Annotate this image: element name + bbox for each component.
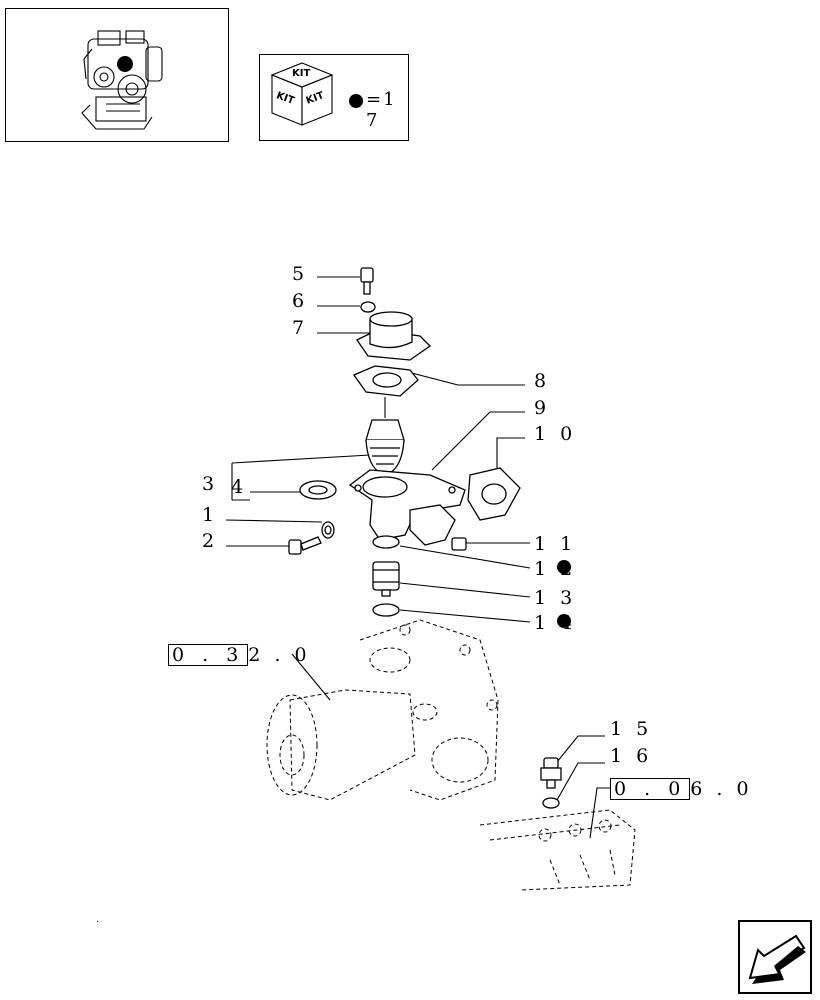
callout-8: 8 — [534, 370, 551, 392]
part-10-gasket — [467, 467, 521, 521]
location-dot-icon — [117, 56, 133, 72]
part-2-bolt — [288, 536, 322, 555]
callout-7: 7 — [292, 317, 309, 339]
part-8-gasket — [353, 365, 419, 397]
part-6-washer — [360, 301, 376, 313]
water-pump-housing — [266, 619, 499, 801]
callout-9: 9 — [534, 397, 551, 419]
callout-1: 1 — [202, 504, 219, 526]
reference-032-rest: 2 . 0 — [248, 644, 311, 666]
stray-dot: . — [96, 914, 100, 925]
reference-006-boxed: 0 . 0 — [610, 778, 691, 800]
part-7-cover — [356, 311, 432, 361]
kit-cube-icon — [270, 62, 363, 126]
kit-marker-icon — [349, 94, 363, 108]
callout-5: 5 — [292, 263, 309, 285]
callout-2: 2 — [202, 530, 219, 552]
callout-6: 6 — [292, 290, 309, 312]
arrow-down-left-icon — [748, 934, 806, 984]
part-4-seal — [299, 480, 337, 500]
part-12-oring — [372, 535, 400, 549]
part-16-washer — [542, 797, 560, 809]
callout-16: 1 6 — [610, 745, 653, 767]
callout-12: 1 2 — [534, 558, 577, 580]
callout-15: 1 5 — [610, 718, 653, 740]
callout-11: 1 1 — [534, 533, 577, 555]
part-1-nut — [321, 521, 335, 539]
leader-lines — [225, 276, 610, 839]
kit-equation: =1 7 — [366, 89, 397, 131]
reference-006-rest: 6 . 0 — [690, 778, 753, 800]
part-13-valve — [372, 561, 400, 597]
reference-032-boxed: 0 . 3 — [168, 644, 249, 666]
navigation-button[interactable] — [738, 920, 812, 994]
callout-4: 4 — [231, 476, 248, 498]
engine-thumbnail — [5, 8, 229, 142]
callout-10: 1 0 — [534, 423, 577, 445]
cylinder-head — [479, 809, 636, 891]
part-11-plug — [451, 537, 467, 551]
part-9-housing — [348, 469, 466, 546]
part-14-oring — [372, 603, 400, 617]
callout-13: 1 3 — [534, 587, 577, 609]
engine-sketch — [81, 30, 163, 130]
kit-legend: KIT KIT KIT =1 7 — [259, 54, 409, 141]
callout-14: 1 4 — [534, 612, 577, 634]
part-15-sensor — [540, 757, 562, 789]
kit-word-top: KIT — [292, 68, 311, 79]
callout-3: 3 — [202, 473, 219, 495]
part-3-thermostat — [365, 419, 405, 476]
part-5-bolt — [360, 267, 374, 295]
